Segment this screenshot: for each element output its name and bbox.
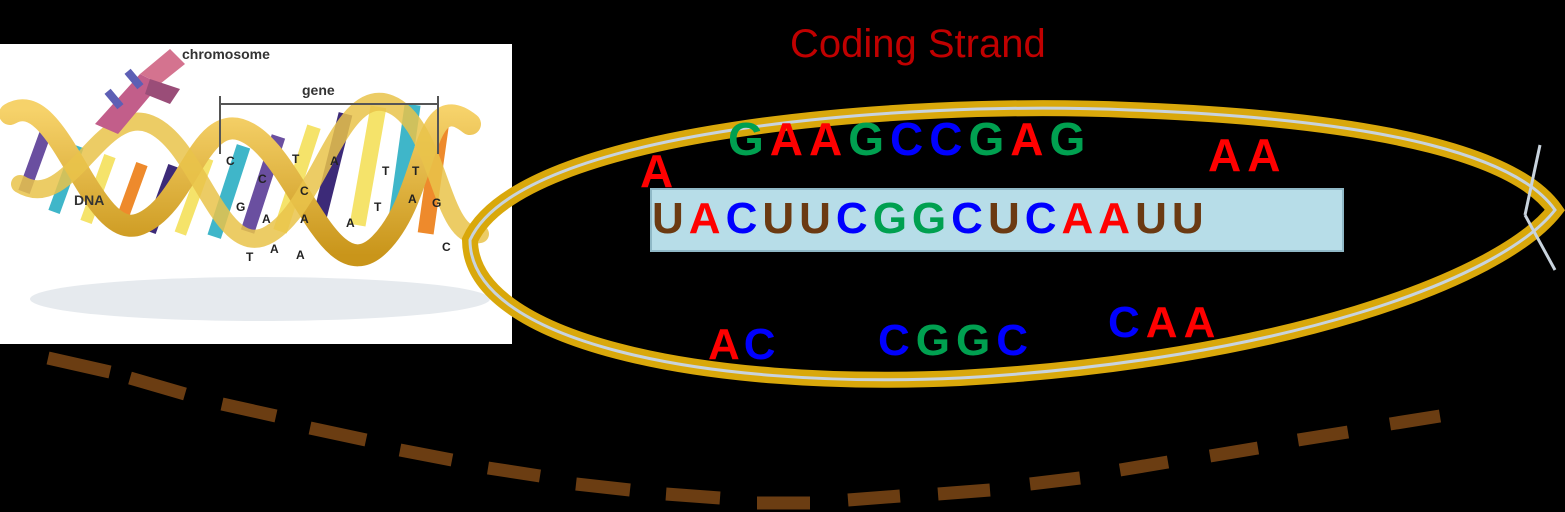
nucleotide-c: C bbox=[929, 113, 969, 165]
nucleotide-a: A bbox=[1183, 298, 1222, 347]
nucleotide-g: G bbox=[956, 316, 997, 365]
helix-base-letter: C bbox=[300, 184, 309, 198]
helix-base-letter: C bbox=[226, 154, 235, 168]
arc-dash bbox=[1388, 409, 1442, 431]
arc-dash bbox=[487, 461, 541, 483]
arc-dash bbox=[937, 483, 991, 501]
mrna-sequence: UACUUCGGCUCAAUU bbox=[652, 194, 1209, 244]
helix-base-letter: T bbox=[292, 152, 300, 166]
nucleotide-u: U bbox=[1135, 194, 1172, 243]
transcription-bubble-edge bbox=[468, 106, 1557, 382]
helix-base-letter: C bbox=[442, 240, 451, 254]
helix-backbone-front bbox=[0, 99, 481, 267]
arc-dash bbox=[46, 351, 112, 379]
helix-base-letter: A bbox=[296, 248, 305, 262]
nucleotide-g: G bbox=[1049, 113, 1092, 165]
template-strand-segment-2: CGGC bbox=[878, 316, 1034, 366]
coding-strand-title: Coding Strand bbox=[790, 22, 1046, 66]
coding-strand-right-bases: AA bbox=[1208, 128, 1286, 182]
nucleotide-c: C bbox=[951, 194, 988, 243]
arc-dash bbox=[1118, 455, 1170, 477]
ribbon-right-tip bbox=[1523, 144, 1557, 271]
nucleotide-a: A bbox=[809, 113, 849, 165]
arc-dash bbox=[665, 487, 721, 505]
nucleotide-c: C bbox=[725, 194, 763, 243]
nucleotide-a: A bbox=[688, 194, 726, 243]
nucleotide-a: A bbox=[769, 113, 810, 165]
nucleotide-a: A bbox=[1061, 194, 1099, 243]
nucleotide-a: A bbox=[1010, 113, 1050, 165]
helix-base-letter: A bbox=[408, 192, 417, 206]
nucleotide-g: G bbox=[915, 316, 957, 365]
nucleotide-g: G bbox=[911, 194, 952, 243]
nucleotide-c: C bbox=[743, 320, 780, 369]
nucleotide-c: C bbox=[996, 316, 1035, 365]
mrna-strand-box bbox=[650, 188, 1344, 252]
arc-dash bbox=[1208, 441, 1260, 463]
nucleotide-g: G bbox=[872, 194, 912, 243]
helix-base-letter: A bbox=[270, 242, 279, 256]
nucleotide-c: C bbox=[890, 113, 930, 165]
arc-dash bbox=[847, 489, 901, 507]
nucleotide-c: C bbox=[1108, 298, 1146, 347]
arc-dash bbox=[128, 371, 187, 401]
arc-dash bbox=[308, 421, 368, 447]
gene-bracket bbox=[219, 96, 439, 154]
coding-strand-left-base: A bbox=[640, 144, 673, 198]
nucleotide-a: A bbox=[1208, 129, 1248, 181]
nucleotide-u: U bbox=[1171, 194, 1209, 243]
nucleotide-u: U bbox=[799, 194, 836, 243]
arc-dash bbox=[1029, 471, 1081, 491]
nucleotide-g: G bbox=[728, 113, 770, 165]
nucleotide-u: U bbox=[762, 194, 800, 243]
helix-base-letter: T bbox=[382, 164, 390, 178]
nucleotide-u: U bbox=[987, 194, 1025, 243]
helix-base-letter: T bbox=[412, 164, 420, 178]
helix-base-letter: T bbox=[374, 200, 382, 214]
nucleotide-c: C bbox=[835, 194, 873, 243]
arc-dash bbox=[575, 477, 631, 497]
helix-base-letter: C bbox=[258, 172, 267, 186]
helix-shadow bbox=[30, 277, 490, 321]
template-strand-segment-3: CAA bbox=[1108, 298, 1221, 348]
chromosome-label: chromosome bbox=[182, 46, 270, 62]
arc-dash bbox=[398, 443, 454, 467]
nucleotide-g: G bbox=[968, 113, 1011, 165]
nucleotide-a: A bbox=[640, 145, 674, 197]
nucleotide-a: A bbox=[1145, 298, 1184, 347]
nucleotide-g: G bbox=[848, 113, 891, 165]
helix-base-letter: G bbox=[236, 200, 246, 214]
chromosome-icon bbox=[95, 49, 185, 134]
helix-base-letter: A bbox=[330, 154, 339, 168]
coding-strand-sequence: GAAGCCGAG bbox=[728, 112, 1091, 166]
helix-base-letter: G bbox=[432, 196, 442, 210]
helix-base-letter: A bbox=[346, 216, 355, 230]
nucleotide-a: A bbox=[1247, 129, 1287, 181]
nucleotide-u: U bbox=[652, 194, 689, 243]
dna-helix-graphic bbox=[0, 49, 490, 321]
template-strand-segment-1: AC bbox=[708, 320, 780, 370]
nucleotide-a: A bbox=[1098, 194, 1136, 243]
nucleotide-c: C bbox=[878, 316, 916, 365]
helix-base-letter: A bbox=[262, 212, 271, 226]
dna-label: DNA bbox=[74, 192, 105, 208]
gene-label: gene bbox=[302, 82, 335, 98]
helix-base-letter: A bbox=[300, 212, 309, 226]
helix-base-letter: T bbox=[246, 250, 254, 264]
dashed-arc bbox=[46, 351, 1442, 510]
nucleotide-c: C bbox=[1024, 194, 1062, 243]
arc-dash bbox=[1296, 425, 1350, 447]
helix-backbone-back bbox=[11, 92, 489, 248]
nucleotide-a: A bbox=[708, 320, 744, 369]
arc-dash bbox=[220, 397, 278, 423]
